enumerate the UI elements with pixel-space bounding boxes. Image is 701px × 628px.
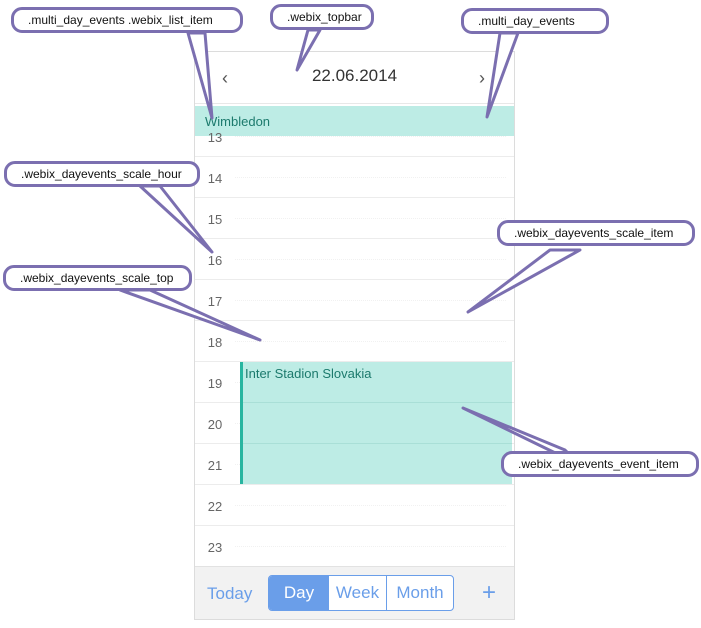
scale-item [195,157,514,198]
scale-item [195,280,514,321]
day-event-item[interactable]: Inter Stadion Slovakia [240,362,512,484]
chevron-left-icon[interactable]: ‹ [222,67,228,88]
add-event-button[interactable]: + [481,579,496,606]
scale-hour: 15 [207,212,223,227]
day-events-scale: 13 14 15 16 17 18 19 20 21 22 23 Inter S… [195,130,514,567]
callout-event-item: .webix_dayevents_event_item [501,451,699,477]
scale-item [195,198,514,239]
scale-hour: 14 [207,171,223,186]
view-segmented-control: Day Week Month [268,575,454,611]
scale-hour: 17 [207,294,223,309]
tab-week[interactable]: Week [329,576,387,610]
scale-hour: 20 [207,417,223,432]
scheduler-frame: ‹ 22.06.2014 › Wimbledon 13 14 15 16 17 … [194,51,515,620]
scale-hour: 23 [207,540,223,555]
tab-day[interactable]: Day [269,576,329,610]
callout-list-item: .multi_day_events .webix_list_item [11,7,243,33]
callout-multi-day: .multi_day_events [461,8,609,34]
scale-item [195,526,514,567]
topbar: ‹ 22.06.2014 › [195,52,514,104]
scale-item [195,485,514,526]
scale-item [195,321,514,362]
event-title: Inter Stadion Slovakia [245,366,372,381]
scale-hour: 16 [207,253,223,268]
chevron-right-icon[interactable]: › [479,67,485,88]
scale-hour: 19 [207,376,223,391]
multi-day-event-item[interactable]: Wimbledon [205,114,271,129]
current-date: 22.06.2014 [311,66,398,85]
callout-scale-hour: .webix_dayevents_scale_hour [4,161,200,187]
scale-hour: 21 [207,458,223,473]
scale-item [195,116,514,157]
scale-hour: 13 [207,130,223,145]
callout-scale-item: .webix_dayevents_scale_item [497,220,695,246]
scale-item [195,239,514,280]
today-button[interactable]: Today [207,584,253,603]
callout-scale-top: .webix_dayevents_scale_top [3,265,192,291]
tab-month[interactable]: Month [396,583,444,602]
scale-hour: 18 [207,335,223,350]
scale-hour: 22 [207,499,223,514]
bottom-toolbar: Today Day Week Month + [195,566,514,619]
multi-day-events: Wimbledon [195,106,514,136]
callout-topbar: .webix_topbar [270,4,374,30]
